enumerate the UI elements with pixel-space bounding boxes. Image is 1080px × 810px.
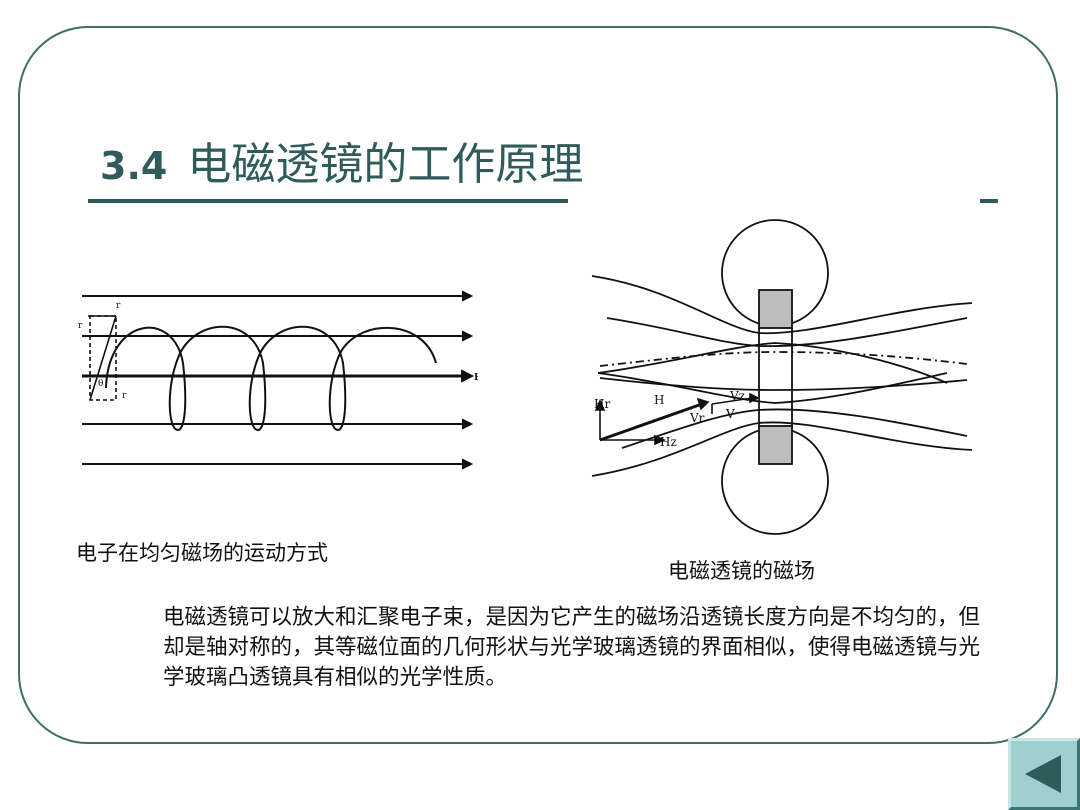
label-r: r [116, 301, 121, 311]
vector-construction [88, 315, 117, 401]
label-r1: r [78, 321, 83, 331]
title-underline [88, 199, 568, 203]
explanation-paragraph: 电磁透镜可以放大和汇聚电子束，是因为它产生的磁场沿透镜长度方向是不均匀的，但却是… [163, 605, 981, 690]
label-Vz: Vz [729, 389, 745, 403]
helix-motion-diagram: r r θ r B [78, 288, 478, 498]
title-text: 电磁透镜的工作原理 [187, 139, 584, 190]
label-B: B [474, 373, 478, 383]
label-Hz: Hz [660, 435, 677, 449]
label-theta: θ [98, 379, 103, 389]
electron-trajectory [597, 342, 948, 404]
helix-path [105, 325, 437, 432]
slide-frame [18, 26, 1058, 744]
back-button[interactable] [1008, 738, 1080, 810]
label-r2: r [122, 391, 127, 401]
right-figure-caption: 电磁透镜的磁场 [668, 559, 815, 583]
label-H: H [654, 393, 664, 407]
left-triangle-icon [1025, 755, 1061, 793]
label-V: V [725, 407, 735, 421]
lens-field-diagram: Hr H Vz Vr V Hz [582, 218, 982, 538]
velocity-vectors [594, 392, 760, 446]
title-number: 3.4 [100, 144, 168, 188]
field-lines [82, 290, 475, 470]
left-figure-caption: 电子在均匀磁场的运动方式 [76, 541, 328, 565]
label-Vr: Vr [689, 411, 705, 425]
pole-pieces [721, 219, 829, 535]
slide-title: 3.4 电磁透镜的工作原理 [100, 128, 583, 190]
title-underline-tick [980, 199, 998, 203]
label-Hr: Hr [594, 397, 610, 411]
